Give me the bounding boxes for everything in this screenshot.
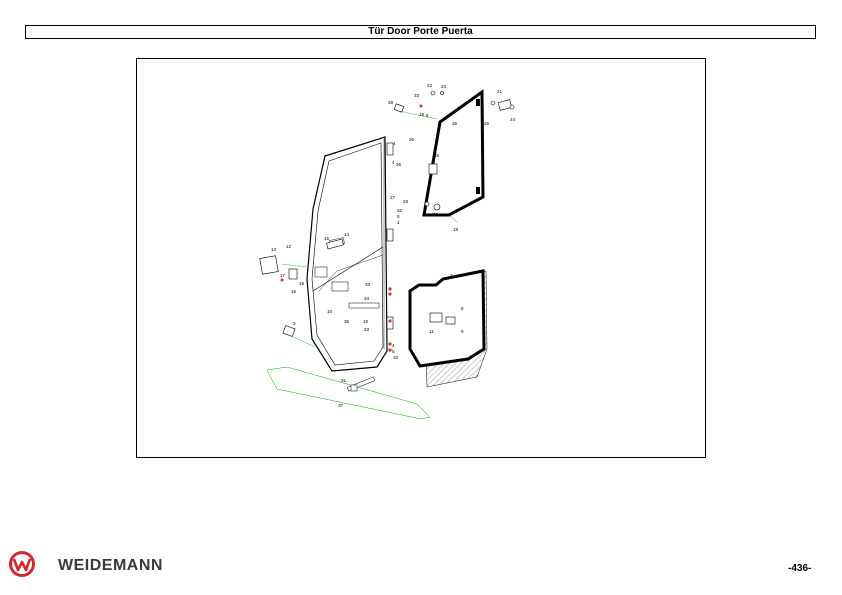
callout-36: 36	[452, 121, 458, 126]
callout-17: 17	[280, 273, 286, 278]
callout-26: 26	[396, 162, 402, 167]
exploded-diagram-frame: 22 23 33 38 18 6 36 21 26 24 4 25 4 26 2…	[136, 58, 706, 458]
upper-glass-pane	[422, 89, 485, 223]
door-frame	[306, 136, 388, 372]
lower-hinge-left	[282, 325, 316, 348]
callout-28: 28	[403, 199, 409, 204]
callout-21: 21	[497, 89, 503, 94]
callout-4: 4	[397, 220, 400, 225]
callout-33: 33	[414, 93, 420, 98]
callout-37: 37	[338, 403, 344, 408]
callout-34: 34	[364, 296, 370, 301]
callout-18: 18	[363, 319, 369, 324]
tool-kit	[266, 366, 431, 420]
callout-38: 38	[388, 100, 394, 105]
lower-door-panel	[408, 269, 488, 388]
callout-31: 31	[341, 378, 347, 383]
weidemann-logo-icon	[9, 551, 35, 577]
callout-4: 4	[393, 141, 396, 146]
callout-27: 27	[390, 195, 396, 200]
callout-5: 5	[397, 214, 400, 219]
lock-assembly	[259, 238, 344, 282]
callout-3: 3	[293, 321, 296, 326]
callout-9: 9	[461, 329, 464, 334]
callout-32: 32	[393, 355, 399, 360]
frame-hinges	[386, 142, 394, 352]
callout-25: 25	[434, 153, 440, 158]
callout-35: 35	[344, 319, 350, 324]
callout-18: 18	[453, 227, 459, 232]
callout-13: 13	[271, 247, 277, 252]
top-hinge-parts	[393, 90, 515, 120]
callout-23: 23	[441, 84, 447, 89]
page-title: Tür Door Porte Puerta	[25, 25, 816, 39]
page-number: -436-	[788, 563, 812, 574]
callout-10: 10	[327, 309, 333, 314]
callout-25: 25	[409, 137, 415, 142]
callout-19: 19	[299, 281, 305, 286]
callout-29: 29	[433, 212, 439, 217]
door-exploded-diagram: 22 23 33 38 18 6 36 21 26 24 4 25 4 26 2…	[259, 83, 516, 420]
callout-15: 15	[324, 236, 330, 241]
callout-5: 5	[392, 349, 395, 354]
callout-2: 2	[450, 273, 453, 278]
brand-name: WEIDEMANN	[58, 557, 163, 574]
callout-11: 11	[429, 329, 434, 334]
callout-26: 26	[484, 121, 490, 126]
callout-4: 4	[392, 160, 395, 165]
callout-32: 32	[397, 208, 403, 213]
callout-16: 16	[291, 289, 297, 294]
callout-14: 14	[344, 232, 350, 237]
callout-12: 12	[286, 244, 292, 249]
callout-22: 22	[427, 83, 433, 88]
callout-labels: 22 23 33 38 18 6 36 21 26 24 4 25 4 26 2…	[271, 83, 516, 408]
callout-6: 6	[426, 113, 429, 118]
callout-33: 33	[364, 327, 370, 332]
callout-4: 4	[392, 343, 395, 348]
callout-8: 8	[461, 306, 464, 311]
callout-24: 24	[510, 117, 516, 122]
callout-18: 18	[419, 112, 425, 117]
callout-33: 33	[365, 282, 371, 287]
